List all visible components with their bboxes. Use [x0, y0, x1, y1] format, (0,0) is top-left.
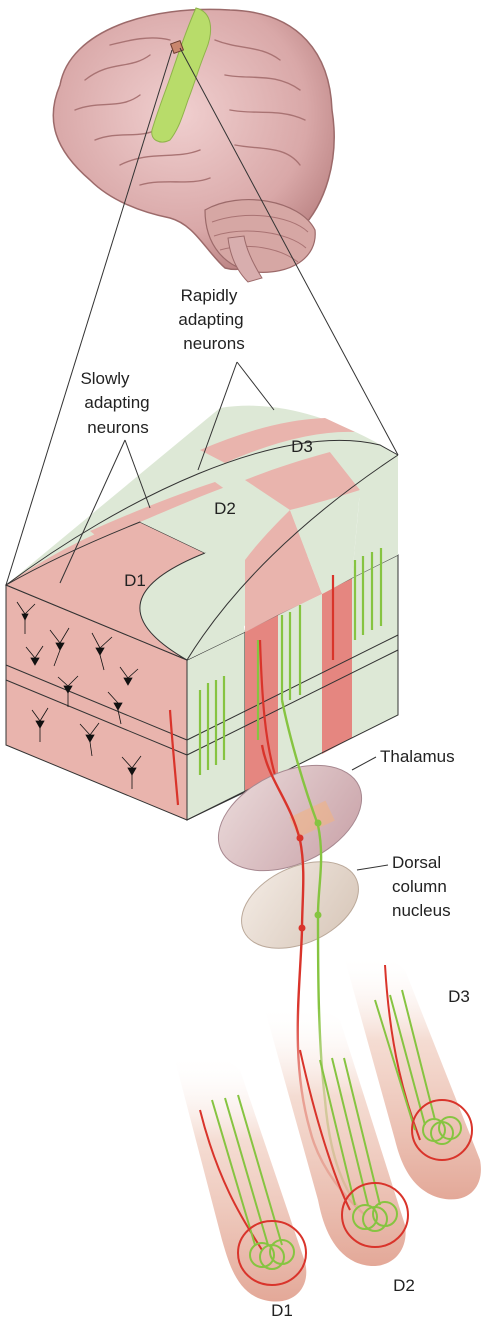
- leader-lines: [59, 361, 389, 871]
- zoom-line-right: [179, 47, 399, 456]
- dorsal-column-disk: [241, 861, 359, 949]
- cortex-fibers: [168, 548, 383, 806]
- finger-d2-label: D2: [393, 1276, 415, 1295]
- fingertip-icon: [175, 954, 481, 1302]
- neuron-icon: [16, 601, 142, 789]
- label-rapidly-1: Rapidly: [181, 286, 238, 305]
- label-dorsal-2: column: [392, 877, 447, 896]
- cortex-d2-label: D2: [214, 499, 236, 518]
- thalamus-label: Thalamus: [380, 747, 455, 766]
- label-dorsal-3: nucleus: [392, 901, 451, 920]
- cortex-d1-label: D1: [124, 571, 146, 590]
- brain-icon: [52, 7, 335, 283]
- label-rapidly-3: neurons: [183, 334, 244, 353]
- finger-d1-label: D1: [271, 1301, 293, 1320]
- label-slowly-3: neurons: [87, 418, 148, 437]
- zoom-line-left: [5, 49, 173, 586]
- label-dorsal-1: Dorsal: [392, 853, 441, 872]
- label-slowly-1: Slowly: [80, 369, 130, 388]
- finger-d3-label: D3: [448, 987, 470, 1006]
- cortex-block: [4, 405, 399, 821]
- label-rapidly-2: adapting: [178, 310, 243, 329]
- cortex-d3-label: D3: [291, 437, 313, 456]
- label-slowly-2: adapting: [84, 393, 149, 412]
